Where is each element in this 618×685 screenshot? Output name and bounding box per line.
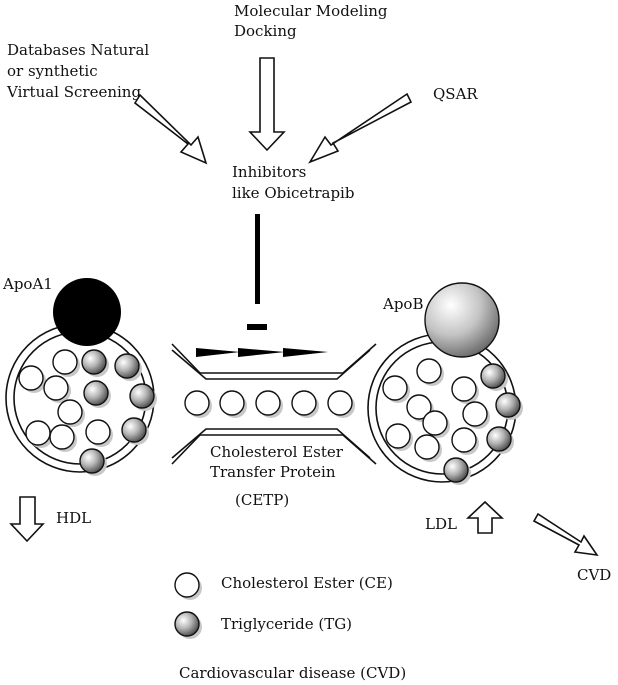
virtual-screening-label: Virtual Screening <box>6 83 141 101</box>
legend-tg-sphere <box>174 611 200 637</box>
tg-sphere <box>81 349 107 375</box>
ce-sphere <box>451 427 477 453</box>
ce-sphere <box>291 390 317 416</box>
molecular-modeling-label: Molecular Modeling <box>234 2 388 20</box>
cetp-tunnel <box>171 343 377 465</box>
legend-ce-label: Cholesterol Ester (CE) <box>221 574 393 592</box>
ce-sphere <box>18 365 44 391</box>
hdl-label: HDL <box>56 509 91 527</box>
tg-sphere <box>121 417 147 443</box>
ce-sphere <box>462 401 488 427</box>
qsar-label: QSAR <box>433 85 478 103</box>
diagonal-arrow-left-icon <box>308 92 413 164</box>
cholesterol-ester-spheres <box>18 349 490 462</box>
cvd-arrow-icon <box>532 512 599 557</box>
footer-caption: Cardiovascular disease (CVD) <box>179 664 406 682</box>
apob-label: ApoB <box>382 295 424 313</box>
ce-sphere <box>85 419 111 445</box>
triglyceride-spheres <box>79 349 523 485</box>
ldl-particle <box>367 333 517 483</box>
tg-sphere <box>114 353 140 379</box>
tg-sphere <box>495 392 521 418</box>
ce-sphere <box>219 390 245 416</box>
tg-sphere <box>480 363 506 389</box>
apob-protein <box>424 282 500 358</box>
cetp-name-line2: Transfer Protein <box>210 463 336 481</box>
tg-sphere <box>443 457 469 483</box>
ce-sphere <box>184 390 210 416</box>
ce-sphere <box>416 358 442 384</box>
obicetrapib-label: like Obicetrapib <box>232 184 354 202</box>
ce-sphere <box>422 410 448 436</box>
transfer-arrow-2-icon <box>238 348 285 357</box>
ce-sphere <box>57 399 83 425</box>
legend-ce-sphere <box>174 572 200 598</box>
down-arrow-icon <box>248 57 286 152</box>
tg-sphere <box>83 380 109 406</box>
ce-sphere <box>451 376 477 402</box>
ce-sphere <box>382 375 408 401</box>
cetp-name-line1: Cholesterol Ester <box>210 443 344 461</box>
legend: Cholesterol Ester (CE) Triglyceride (TG) <box>174 572 393 639</box>
ce-sphere <box>414 434 440 460</box>
ce-sphere <box>25 420 51 446</box>
natural-synthetic-label: or synthetic <box>7 62 98 80</box>
ce-sphere <box>255 390 281 416</box>
tg-sphere <box>129 383 155 409</box>
diagonal-arrow-right-icon <box>133 93 208 165</box>
apoa1-label: ApoA1 <box>2 275 53 293</box>
inhibition-line <box>255 214 260 304</box>
apoa1-protein <box>53 278 121 346</box>
databases-label: Databases Natural <box>7 41 149 59</box>
ce-sphere <box>385 423 411 449</box>
ce-sphere <box>49 424 75 450</box>
cvd-label: CVD <box>577 566 611 584</box>
docking-label: Docking <box>234 22 297 40</box>
inhibitors-label: Inhibitors <box>232 163 306 181</box>
inhibition-bar <box>247 324 267 330</box>
hdl-down-arrow-icon <box>9 496 45 543</box>
legend-tg-label: Triglyceride (TG) <box>221 615 352 633</box>
tg-sphere <box>486 426 512 452</box>
cetp-abbr: (CETP) <box>235 491 289 509</box>
tg-sphere <box>79 448 105 474</box>
transfer-arrow-3-icon <box>283 348 328 357</box>
ldl-up-arrow-icon <box>465 500 505 534</box>
ce-sphere <box>327 390 353 416</box>
ldl-label: LDL <box>425 515 457 533</box>
ce-sphere <box>406 394 432 420</box>
ce-sphere <box>52 349 78 375</box>
ce-sphere <box>43 375 69 401</box>
transfer-arrow-1-icon <box>196 348 240 357</box>
